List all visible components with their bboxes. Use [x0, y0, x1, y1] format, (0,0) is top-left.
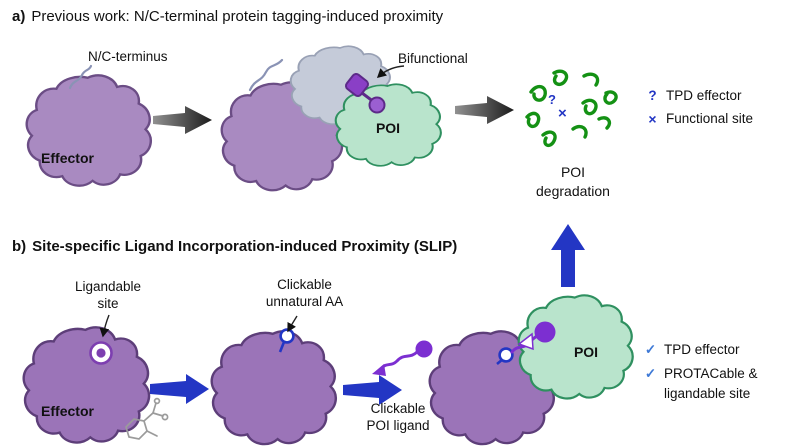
checkmark-icon: ✓ [644, 366, 657, 381]
nc-terminus-squiggle [68, 64, 93, 90]
cross-icon: × [648, 111, 657, 127]
bifunctional-label: Bifunctional [398, 51, 468, 66]
degraded-poi-cluster: ? × [525, 69, 618, 148]
legend-b-tpd-label: TPD effector [664, 342, 740, 357]
panel-b-title: b)Site-specific Ligand Incorporation-ind… [12, 238, 458, 255]
ligandable-pointer-arrow [99, 314, 110, 338]
poi-b-label: POI [573, 344, 599, 360]
legend-a-functional-label: Functional site [666, 111, 754, 126]
effector-blob-b2 [210, 315, 337, 446]
cluster-question-icon: ? [548, 92, 556, 107]
panel-a-letter: a) [12, 8, 26, 25]
ligandable-site-label: Ligandable site [74, 279, 142, 311]
clickable-aa-icon [278, 328, 295, 353]
bifunctional-molecule [344, 72, 386, 114]
legend-a-tpd-label: TPD effector [666, 88, 742, 103]
legend-b-protacable-label: PROTACable & [664, 366, 758, 381]
poi-a-label: POI [375, 120, 401, 136]
clickable-ligand-label: Clickable POI ligand [366, 401, 430, 433]
arrow-a2 [455, 96, 514, 124]
ternary-complex-a [220, 45, 442, 192]
effector-a-label: Effector [41, 150, 94, 166]
question-mark-icon: ? [648, 88, 657, 103]
panel-b-letter: b) [12, 238, 27, 255]
cluster-cross-icon: × [558, 105, 567, 122]
slip-complex-b [428, 294, 634, 446]
legend-b-ligandable-label: ligandable site [664, 386, 751, 401]
checkmark-icon: ✓ [644, 342, 657, 357]
nc-terminus-label: N/C-terminus [88, 49, 168, 64]
legend-b-row-protacable: ✓ PROTACable & [642, 366, 758, 382]
effector-blob-b [22, 314, 151, 444]
chemical-structure-icon [125, 397, 169, 440]
clickable-aa-pointer-arrow [287, 315, 298, 333]
arrow-b2 [343, 375, 402, 405]
degradation-up-arrow [551, 224, 585, 287]
bifunctional-pointer-arrow [376, 65, 405, 78]
nc-terminus-squiggle-2 [248, 58, 284, 92]
poi-degradation-label: POI degradation [536, 164, 610, 199]
click-linker-icon [496, 321, 556, 365]
arrow-b1 [150, 374, 209, 404]
ligandable-site-icon [89, 341, 113, 365]
legend-b-row-ligandable: ligandable site [642, 386, 750, 401]
arrow-a1 [153, 106, 212, 134]
clickable-poi-ligand-icon [372, 340, 433, 376]
legend-b-row-tpd: ✓ TPD effector [642, 342, 740, 358]
legend-a-row-functional: × Functional site [644, 111, 753, 127]
clickable-aa-label: Clickable unnatural AA [265, 277, 344, 309]
panel-a-title: a)Previous work: N/C-terminal protein ta… [12, 8, 444, 25]
effector-b-label: Effector [41, 403, 94, 419]
effector-blob-a [25, 64, 152, 187]
legend-a-row-tpd: ? TPD effector [644, 88, 742, 103]
